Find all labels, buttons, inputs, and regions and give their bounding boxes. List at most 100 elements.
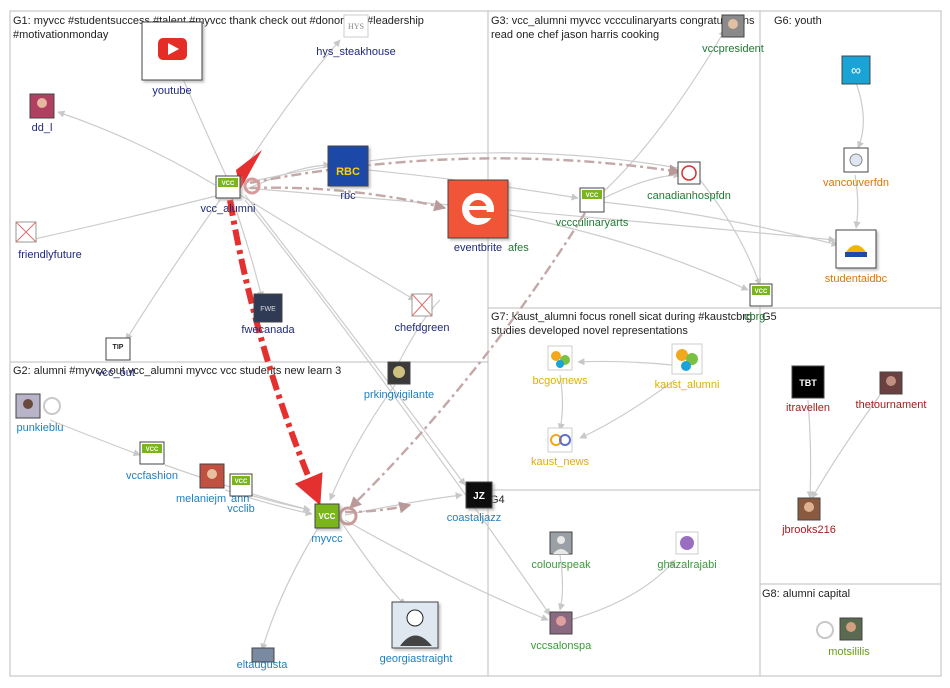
edge <box>339 519 406 606</box>
node-tip[interactable]: TIP vcc_out <box>97 337 135 379</box>
group-label-g2: G2: alumni #myvcc out vcc_alumni myvcc v… <box>13 365 341 377</box>
edge <box>231 197 264 299</box>
node-eltaugusta[interactable]: eltaugusta <box>237 647 289 671</box>
eventbrite-e-cut <box>480 212 496 218</box>
fwe-logo-icon <box>253 293 283 323</box>
node-vccfashion[interactable]: VCC vccfashion <box>126 441 178 482</box>
group-box-g5 <box>759 307 942 585</box>
group-label-g1: G1: myvcc #studentsuccess #talent #myvcc… <box>13 15 424 27</box>
edge <box>260 527 319 651</box>
group-box-g4 <box>487 489 761 677</box>
node-kaust-alumni[interactable]: bcgovnews <box>532 345 588 387</box>
node-vccbaking[interactable]: VCC cbrg <box>744 283 773 323</box>
node-vcc-alumni[interactable]: VCC vcc_alumni <box>200 175 256 215</box>
group-labels: G1: myvcc #studentsuccess #talent #myvcc… <box>13 15 850 600</box>
node-vccsalonspa[interactable]: ghazalrajabi <box>657 531 717 571</box>
node-dd-l[interactable]: dd_l <box>29 93 55 134</box>
colourspeak-glyph-b <box>559 434 571 446</box>
avatar-face <box>207 469 217 479</box>
node-punkieblu[interactable]: punkieblu <box>15 393 64 434</box>
node-label-myvcc: myvcc <box>311 533 343 545</box>
node-label-friendlyfuture: friendlyfuture <box>18 249 82 261</box>
node-fwecanada[interactable]: FWE fwecanada <box>241 293 295 336</box>
node-georgiastraight[interactable]: georgiastraight <box>380 601 453 665</box>
node-coastaljazz[interactable]: JZ coastaljazz <box>447 481 501 524</box>
edge <box>853 174 861 229</box>
tbt-glyph: TBT <box>799 378 817 388</box>
node-itravellen[interactable]: vccsalonspa <box>531 611 592 652</box>
node-canadianhospfdn[interactable]: canadianhospfdn <box>647 161 731 202</box>
group-label-g3-line2: read one chef jason harris cooking <box>491 29 659 41</box>
edge <box>569 559 676 621</box>
group-label-g8: G8: alumni capital <box>762 588 850 600</box>
broken-image-cross <box>15 221 37 243</box>
student-aid-glyph <box>849 153 863 167</box>
node-chefdgreen[interactable]: chefdgreen <box>394 293 450 334</box>
node-studentaidbc[interactable]: vancouverfdn <box>823 147 889 189</box>
node-motsililis[interactable]: motsililis <box>828 617 870 658</box>
avatar-face <box>23 399 33 409</box>
tip-logo-icon <box>105 337 131 361</box>
node-bcgovnews[interactable]: studentaidbc <box>825 229 888 285</box>
rbc-glyph: RBC <box>336 166 360 178</box>
edge-vcc-alumni-eventbrite <box>249 186 447 212</box>
hospital-ring <box>681 165 697 181</box>
node-rbc[interactable]: RBC rbc <box>327 145 369 202</box>
salon-glyph <box>680 536 694 550</box>
edge <box>125 199 221 341</box>
node-colourspeak[interactable]: kaust_news <box>531 427 590 468</box>
self-loop <box>243 177 261 195</box>
node-eventbrite[interactable]: eventbrite afes <box>447 179 529 254</box>
edge <box>179 71 229 181</box>
node-vccpresident[interactable]: vccpresident <box>702 14 764 55</box>
hys-logo-icon <box>343 14 369 38</box>
edge-vccculinaryarts-myvcc <box>349 212 587 509</box>
edge <box>599 29 726 196</box>
node-label-jayb-1411: jbrooks216 <box>781 524 836 536</box>
node-vcclib[interactable]: VCC vcclib <box>227 473 255 515</box>
jazz-glyph: JZ <box>473 491 485 502</box>
strong-edges <box>249 157 682 514</box>
node-label-bcgovnews: studentaidbc <box>825 273 888 285</box>
edge <box>244 187 836 243</box>
node-kaust-news[interactable]: kaust_alumni <box>655 343 720 391</box>
node-label-coastaljazz: coastaljazz <box>447 512 501 524</box>
node-jbrooks216[interactable]: thetournament <box>856 371 927 411</box>
node-label-eventbrite: eventbrite <box>454 242 502 254</box>
node-label-canadianhospfdn: canadianhospfdn <box>647 190 731 202</box>
node-label-itravellen: vccsalonspa <box>531 640 592 652</box>
edge <box>239 194 416 301</box>
node-hys-steakhouse[interactable]: HYS hys_steakhouse <box>316 14 396 58</box>
node-vccculinaryarts[interactable]: VCC vccculinaryarts <box>556 187 629 229</box>
edge <box>57 110 216 186</box>
node-prkingvigilante[interactable]: prkingvigilante <box>364 361 434 401</box>
vcc-green-block <box>232 476 250 485</box>
vcc-green-block <box>218 178 238 187</box>
node-thetournament[interactable]: TBT itravellen <box>786 365 830 414</box>
edge <box>394 299 441 371</box>
group-boxes <box>9 10 942 677</box>
fwe-glyph: FWE <box>260 306 276 313</box>
kaust-glyph-a <box>551 351 561 361</box>
node-friendlyfuture[interactable]: friendlyfuture <box>15 221 82 261</box>
node-youtube[interactable]: youtube <box>141 21 203 97</box>
node-vancouverfdn[interactable]: ∞ <box>841 55 871 85</box>
node-myvcc[interactable]: VCC myvcc <box>311 503 343 545</box>
node-label-eltaugusta: eltaugusta <box>237 659 289 671</box>
bc-sun-glyph <box>846 245 866 252</box>
edge <box>329 384 396 501</box>
node-label-vcc-alumni: vcc_alumni <box>200 203 255 215</box>
node-label-fwecanada: fwecanada <box>241 324 295 336</box>
node-jayb-1411[interactable]: jbrooks216 <box>781 497 836 536</box>
node-ghazalrajabi[interactable]: colourspeak <box>531 531 591 571</box>
node-label-studentaidbc: vancouverfdn <box>823 177 889 189</box>
node-label-vccculinaryarts: vccculinaryarts <box>556 217 629 229</box>
edge <box>244 161 331 191</box>
vancouver-fdn-logo-icon <box>841 55 871 85</box>
vcc-glyph: VCC <box>319 512 336 521</box>
hys-glyph: HYS <box>348 22 364 31</box>
node-label-vccpresident: vccpresident <box>702 43 764 55</box>
default-avatar-head <box>557 536 565 544</box>
